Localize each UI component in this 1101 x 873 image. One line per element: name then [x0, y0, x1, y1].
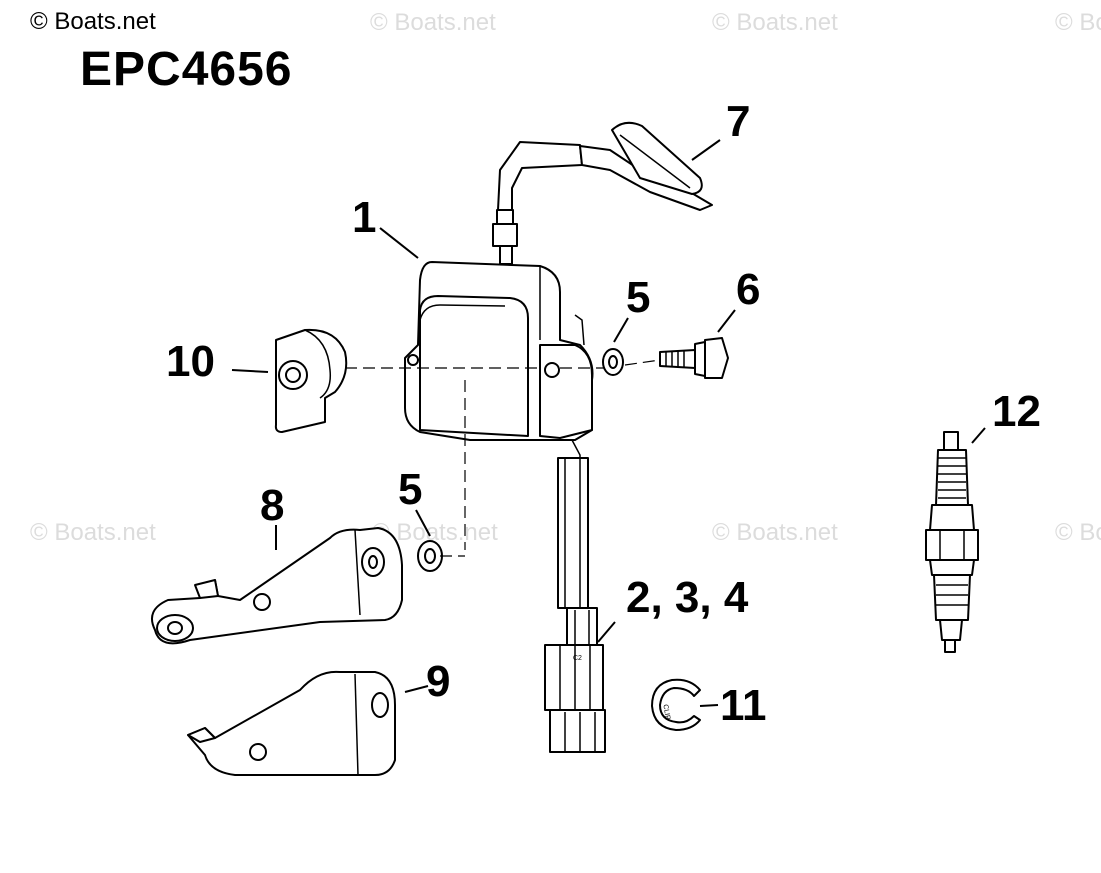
callout-5-upper[interactable]: 5 [626, 273, 650, 322]
part-6-screw[interactable] [659, 337, 729, 379]
callout-8[interactable]: 8 [260, 481, 284, 530]
watermark: © Boats.net [370, 9, 496, 36]
svg-text:C2: C2 [573, 655, 582, 662]
callout-6[interactable]: 6 [736, 265, 760, 314]
diagram-code: EPC4656 [80, 43, 293, 96]
part-5-washer-upper[interactable] [602, 348, 624, 376]
callout-1[interactable]: 1 [352, 193, 376, 242]
part-11-clip[interactable]: CLIP [651, 678, 701, 731]
part-8-mounting-bracket[interactable] [151, 527, 403, 645]
callouts: 1 7 5 6 10 5 8 2, 3, 4 9 11 12 [166, 97, 1041, 730]
part-5-washer-lower[interactable] [417, 540, 443, 572]
watermarks: © Boats.net © Boats.net © Boats.net © Bo… [30, 9, 1101, 546]
watermark: © Boats.net [30, 519, 156, 546]
part-9-bracket[interactable] [187, 670, 396, 776]
callout-2-3-4[interactable]: 2, 3, 4 [626, 573, 749, 622]
assembly-lines [345, 359, 661, 557]
copyright-text: © Boats.net [30, 8, 156, 35]
callout-5-lower[interactable]: 5 [398, 465, 422, 514]
svg-text:CLIP: CLIP [661, 704, 671, 721]
callout-9[interactable]: 9 [426, 657, 450, 706]
part-2-3-4-wire-harness[interactable]: C2 [544, 457, 606, 753]
part-10-bracket[interactable] [274, 328, 348, 433]
part-1-ignition-coil[interactable] [404, 261, 594, 465]
callout-7[interactable]: 7 [726, 97, 750, 146]
callout-11[interactable]: 11 [720, 681, 767, 730]
watermark: © Boats.net [1055, 9, 1101, 36]
watermark: © Boats.net [1055, 519, 1101, 546]
leader-lines [231, 139, 986, 707]
part-12-spark-plug[interactable] [925, 431, 979, 653]
callout-10[interactable]: 10 [166, 337, 215, 386]
part-7-spark-plug-lead[interactable] [492, 121, 713, 265]
callout-12[interactable]: 12 [992, 387, 1041, 436]
watermark: © Boats.net [712, 9, 838, 36]
watermark: © Boats.net [712, 519, 838, 546]
